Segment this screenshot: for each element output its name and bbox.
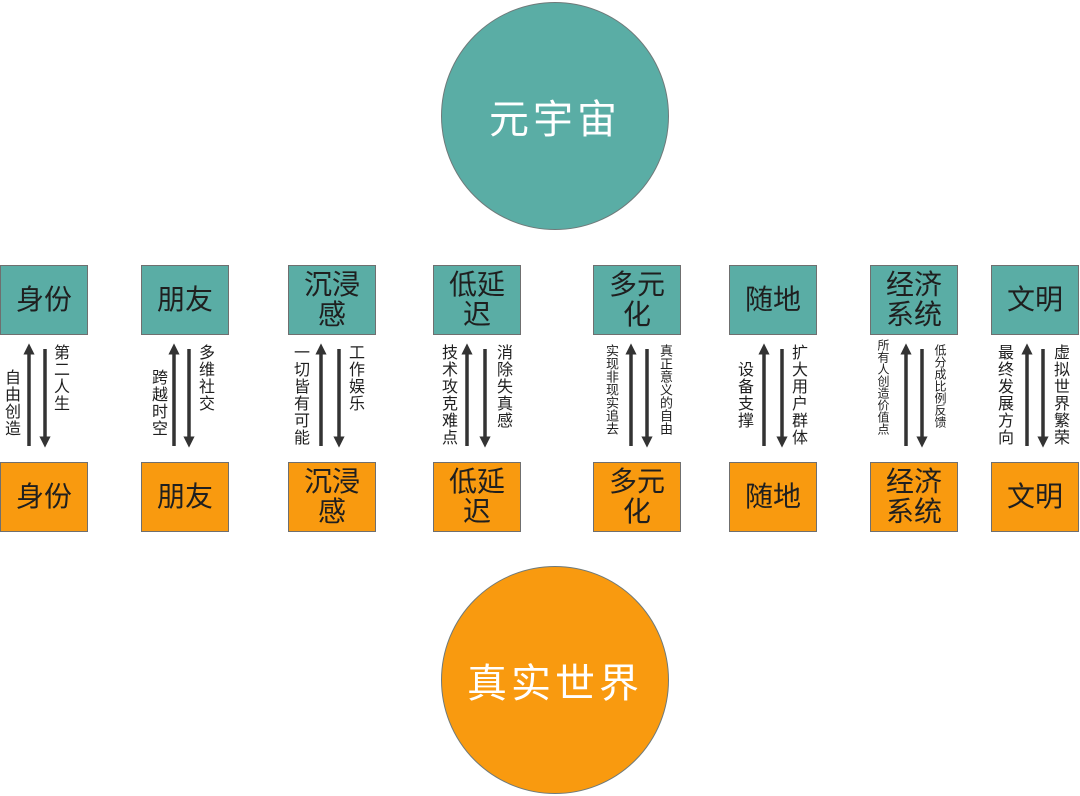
metaverse-box-immersion: 沉浸感	[288, 265, 376, 335]
real-box-civilization: 文明	[991, 462, 1079, 532]
up-caption: 设备支撑	[735, 361, 754, 429]
down-caption: 消除失真感	[494, 344, 513, 429]
box-label: 身份	[15, 480, 72, 513]
down-caption: 多维社交	[196, 344, 215, 412]
metaverse-box-diversity: 多元化	[593, 265, 681, 335]
up-caption: 自由创造	[2, 369, 21, 437]
box-label: 经济系统	[885, 268, 942, 331]
up-caption: 一切皆有可能	[291, 344, 310, 446]
real-box-economy: 经济系统	[870, 462, 958, 532]
down-caption: 真正意义的自由	[657, 344, 672, 435]
real-box-immersion: 沉浸感	[288, 462, 376, 532]
box-label: 多元化	[608, 268, 665, 331]
real-box-diversity: 多元化	[593, 462, 681, 532]
real-box-friends: 朋友	[141, 462, 229, 532]
box-label: 沉浸感	[303, 465, 360, 528]
up-caption: 技术攻克难点	[439, 344, 458, 446]
up-caption: 跨越时空	[149, 369, 168, 437]
real-world-label: 真实世界	[467, 661, 643, 707]
real-box-low-latency: 低延迟	[433, 462, 521, 532]
down-caption: 虚拟世界繁荣	[1051, 344, 1070, 446]
down-caption: 扩大用户群体	[789, 344, 808, 446]
metaverse-circle: 元宇宙	[441, 2, 669, 230]
down-caption: 低分成比例反馈	[933, 344, 947, 428]
metaverse-box-anywhere: 随地	[729, 265, 817, 335]
box-label: 低延迟	[448, 465, 505, 528]
box-label: 沉浸感	[303, 268, 360, 331]
box-label: 朋友	[156, 283, 213, 316]
metaverse-box-friends: 朋友	[141, 265, 229, 335]
metaverse-box-civilization: 文明	[991, 265, 1079, 335]
up-caption: 实现非现实追去	[603, 344, 618, 435]
metaverse-box-low-latency: 低延迟	[433, 265, 521, 335]
box-label: 文明	[1006, 480, 1063, 513]
up-caption: 所有人创造价值点	[876, 339, 890, 435]
up-caption: 最终发展方向	[995, 344, 1014, 446]
real-box-anywhere: 随地	[729, 462, 817, 532]
real-world-circle: 真实世界	[441, 566, 669, 794]
box-label: 多元化	[608, 465, 665, 528]
box-label: 朋友	[156, 480, 213, 513]
box-label: 随地	[744, 283, 801, 316]
metaverse-label: 元宇宙	[489, 97, 621, 143]
down-caption: 第二人生	[51, 344, 70, 412]
down-caption: 工作娱乐	[346, 344, 365, 412]
box-label: 经济系统	[885, 465, 942, 528]
box-label: 身份	[15, 283, 72, 316]
real-box-identity: 身份	[0, 462, 88, 532]
box-label: 文明	[1006, 283, 1063, 316]
metaverse-box-economy: 经济系统	[870, 265, 958, 335]
metaverse-box-identity: 身份	[0, 265, 88, 335]
box-label: 随地	[744, 480, 801, 513]
box-label: 低延迟	[448, 268, 505, 331]
